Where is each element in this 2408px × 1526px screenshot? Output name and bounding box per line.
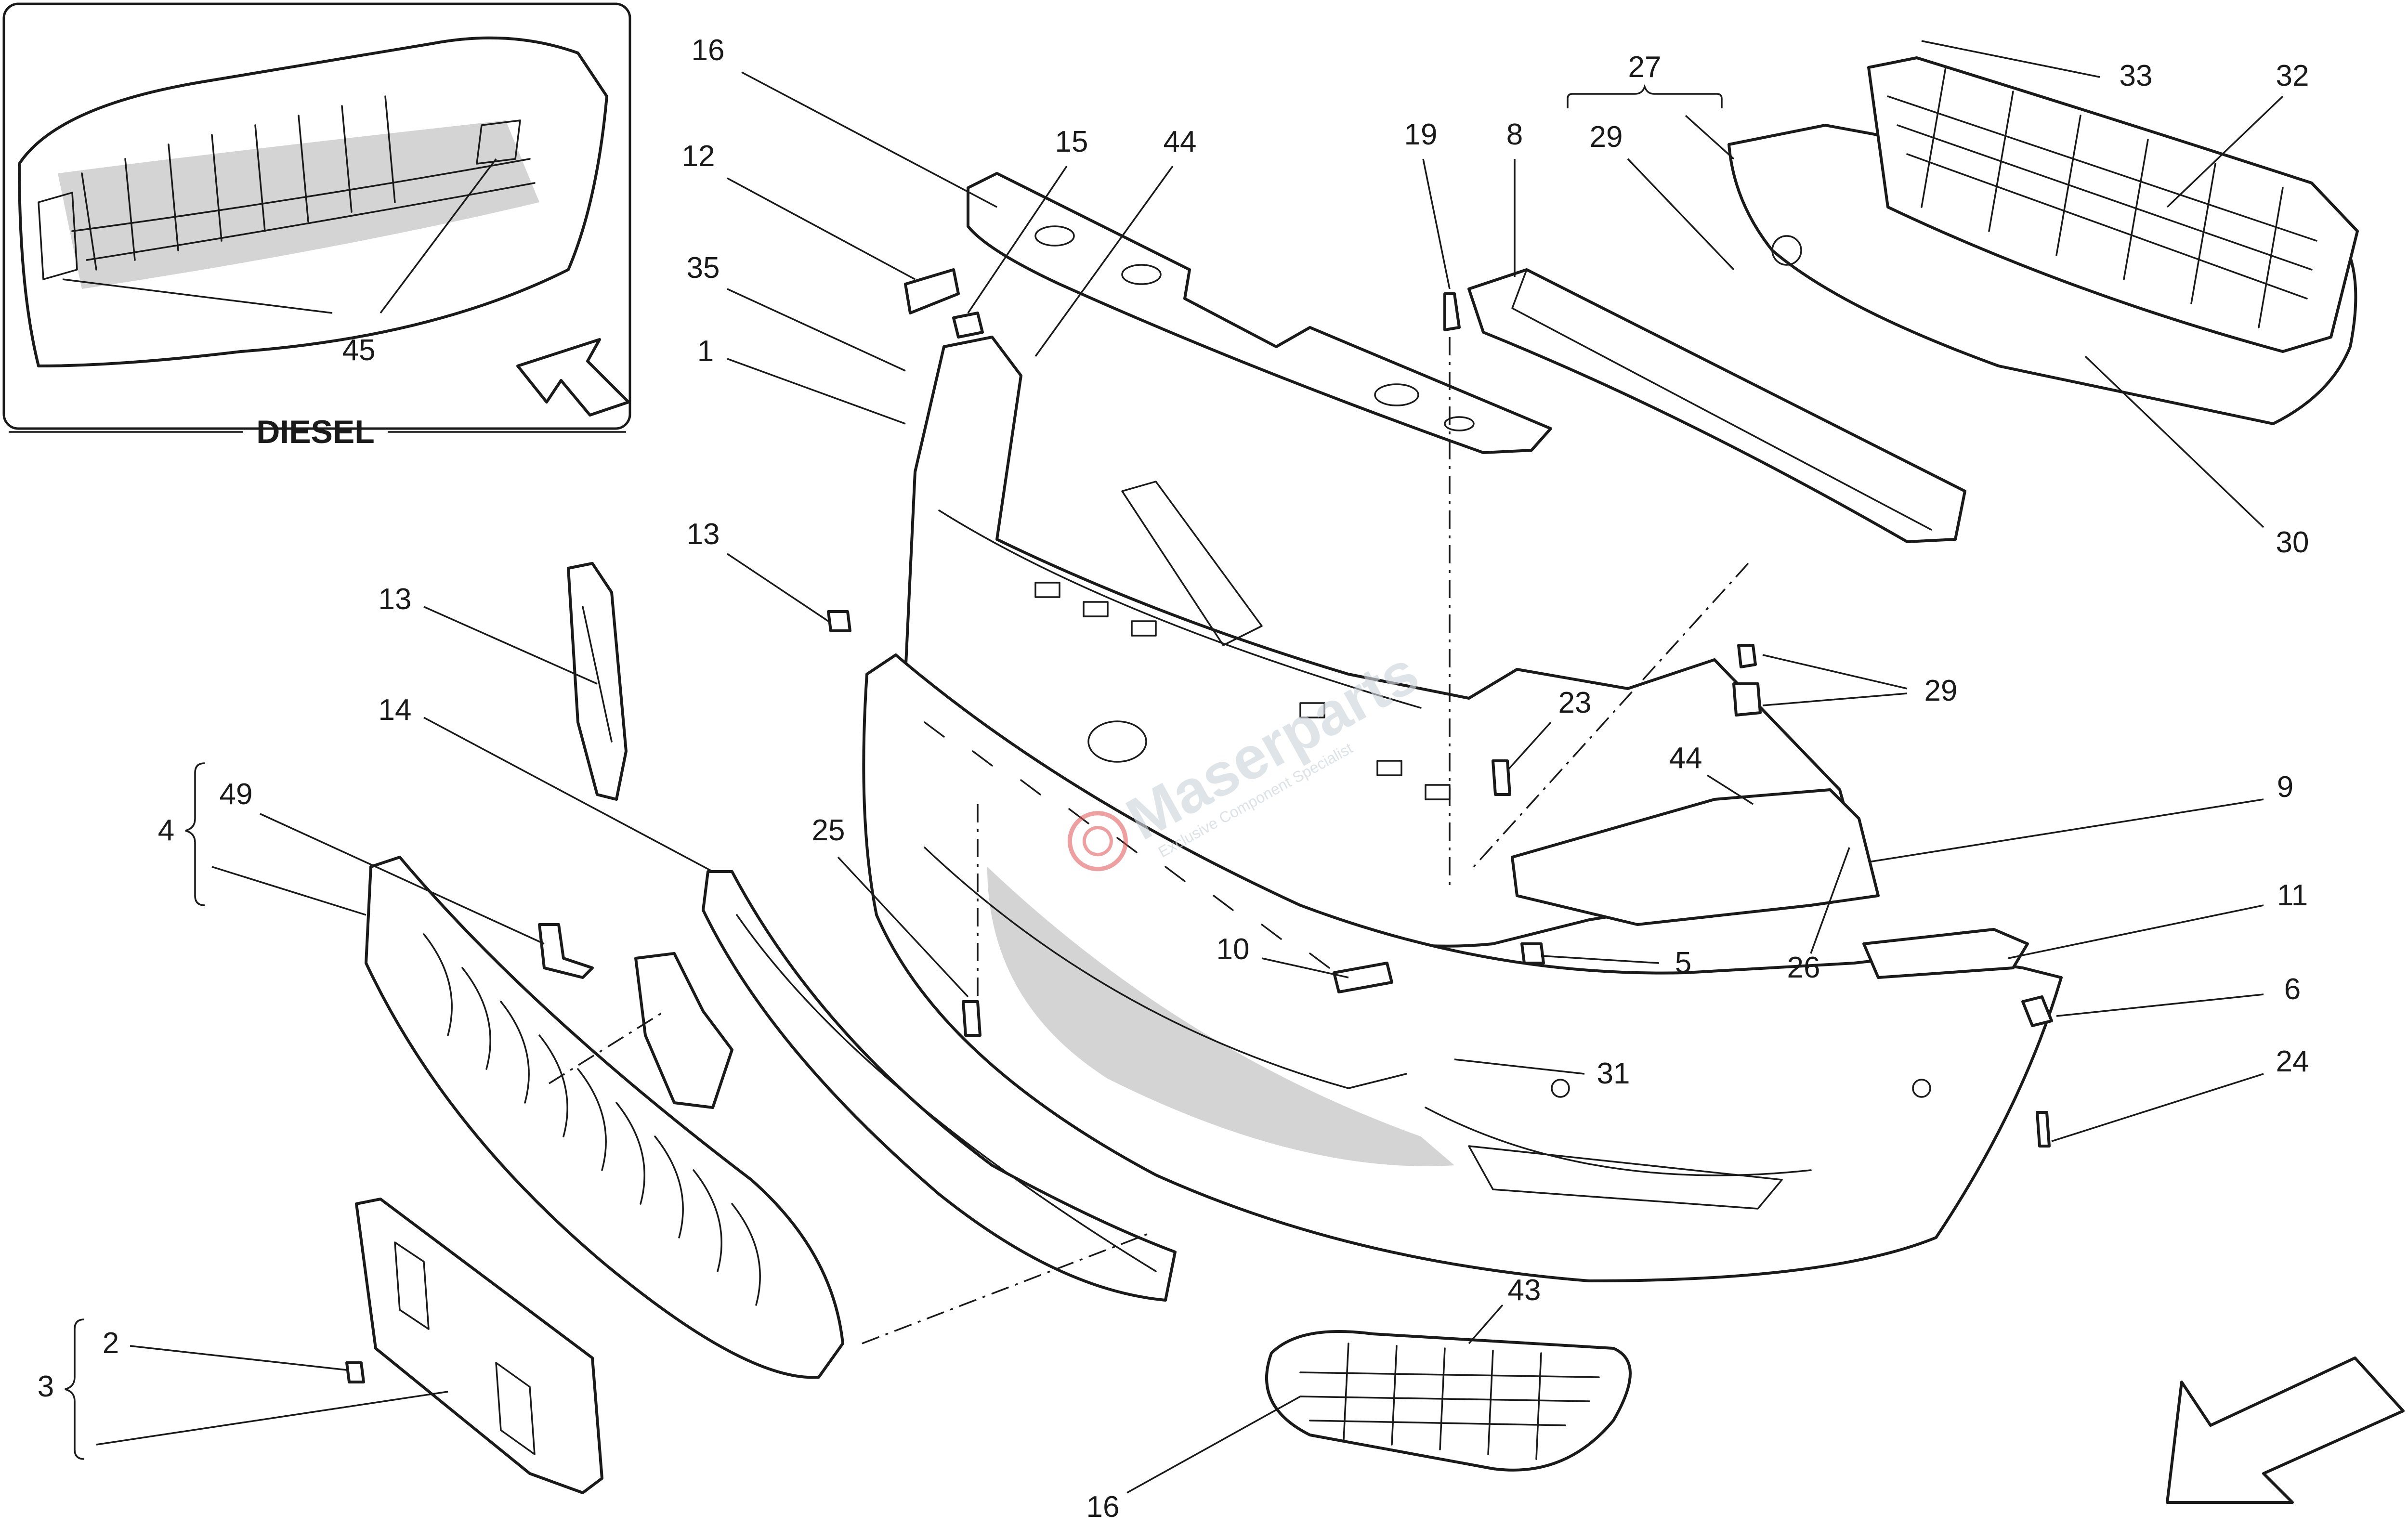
front-direction-arrow-icon [2166, 1356, 2405, 1504]
callout-6: 6 [2284, 973, 2301, 1006]
callout-11: 11 [2277, 879, 2308, 912]
callout-24: 25 [812, 814, 845, 847]
part-center-bracket [634, 952, 733, 1109]
callout-44-lower: 44 [1669, 742, 1702, 775]
callout-8: 8 [1506, 118, 1523, 151]
inset-caption: DIESEL [256, 414, 375, 450]
part-bumper-shell [862, 653, 2063, 1282]
callout-18: 16 [692, 34, 725, 67]
callout-5: 5 [1675, 946, 1691, 979]
callout-49: 49 [220, 778, 253, 811]
view-direction-arrow-icon [516, 338, 630, 417]
callout-20: 23 [1558, 686, 1592, 719]
callout-25: 26 [1787, 951, 1820, 984]
callout-44-upper: 44 [1164, 125, 1197, 158]
callout-26: 27 [1628, 51, 1662, 84]
callout-14: 13 [687, 518, 720, 551]
diesel-inset: 45 DIESEL [2, 2, 631, 450]
callout-13: 13 [379, 583, 412, 616]
part-8-crossbar [1467, 268, 1966, 543]
callout-2: 2 [103, 1327, 119, 1360]
alignment-lines [549, 337, 1749, 1344]
callout-4: 4 [158, 814, 174, 847]
part-13-bracket [567, 562, 628, 801]
callout-35: 35 [687, 251, 720, 285]
callout-32: 32 [2276, 59, 2309, 92]
watermark-logo-icon [1067, 811, 1128, 872]
part-18-upper-absorber [967, 172, 1552, 454]
callout-19: 19 [1404, 118, 1438, 151]
callout-29: 29 [1924, 674, 1958, 707]
callout-3: 3 [38, 1370, 54, 1403]
part-49-clip [538, 923, 594, 979]
part-3-plate-holder [355, 1198, 603, 1494]
callout-15: 14 [379, 693, 412, 727]
part-15-lower-reinforcement [702, 870, 1177, 1302]
callout-33: 33 [2120, 59, 2153, 92]
part-9-side-bracket [1511, 788, 1880, 926]
callout-1: 1 [697, 335, 714, 368]
callout-43: 43 [1508, 1274, 1541, 1307]
callout-16: 16 [1086, 1490, 1120, 1524]
callout-10: 10 [1217, 933, 1250, 966]
callout-9: 9 [2277, 770, 2293, 804]
callout-17: 15 [1055, 125, 1088, 158]
callout-12: 12 [682, 140, 715, 173]
part-4-front-grille [365, 856, 844, 1379]
fasteners [345, 268, 2053, 1383]
callout-27: 29 [1590, 120, 1623, 154]
callouts: 16 15 44 12 35 1 19 8 27 29 33 32 [38, 34, 2309, 1524]
callout-30: 30 [2276, 526, 2309, 559]
part-16-fog-grille [1265, 1330, 1632, 1472]
callout-23: 24 [2276, 1045, 2309, 1078]
callout-31: 31 [1597, 1057, 1630, 1090]
inset-callout-45: 45 [342, 334, 376, 367]
